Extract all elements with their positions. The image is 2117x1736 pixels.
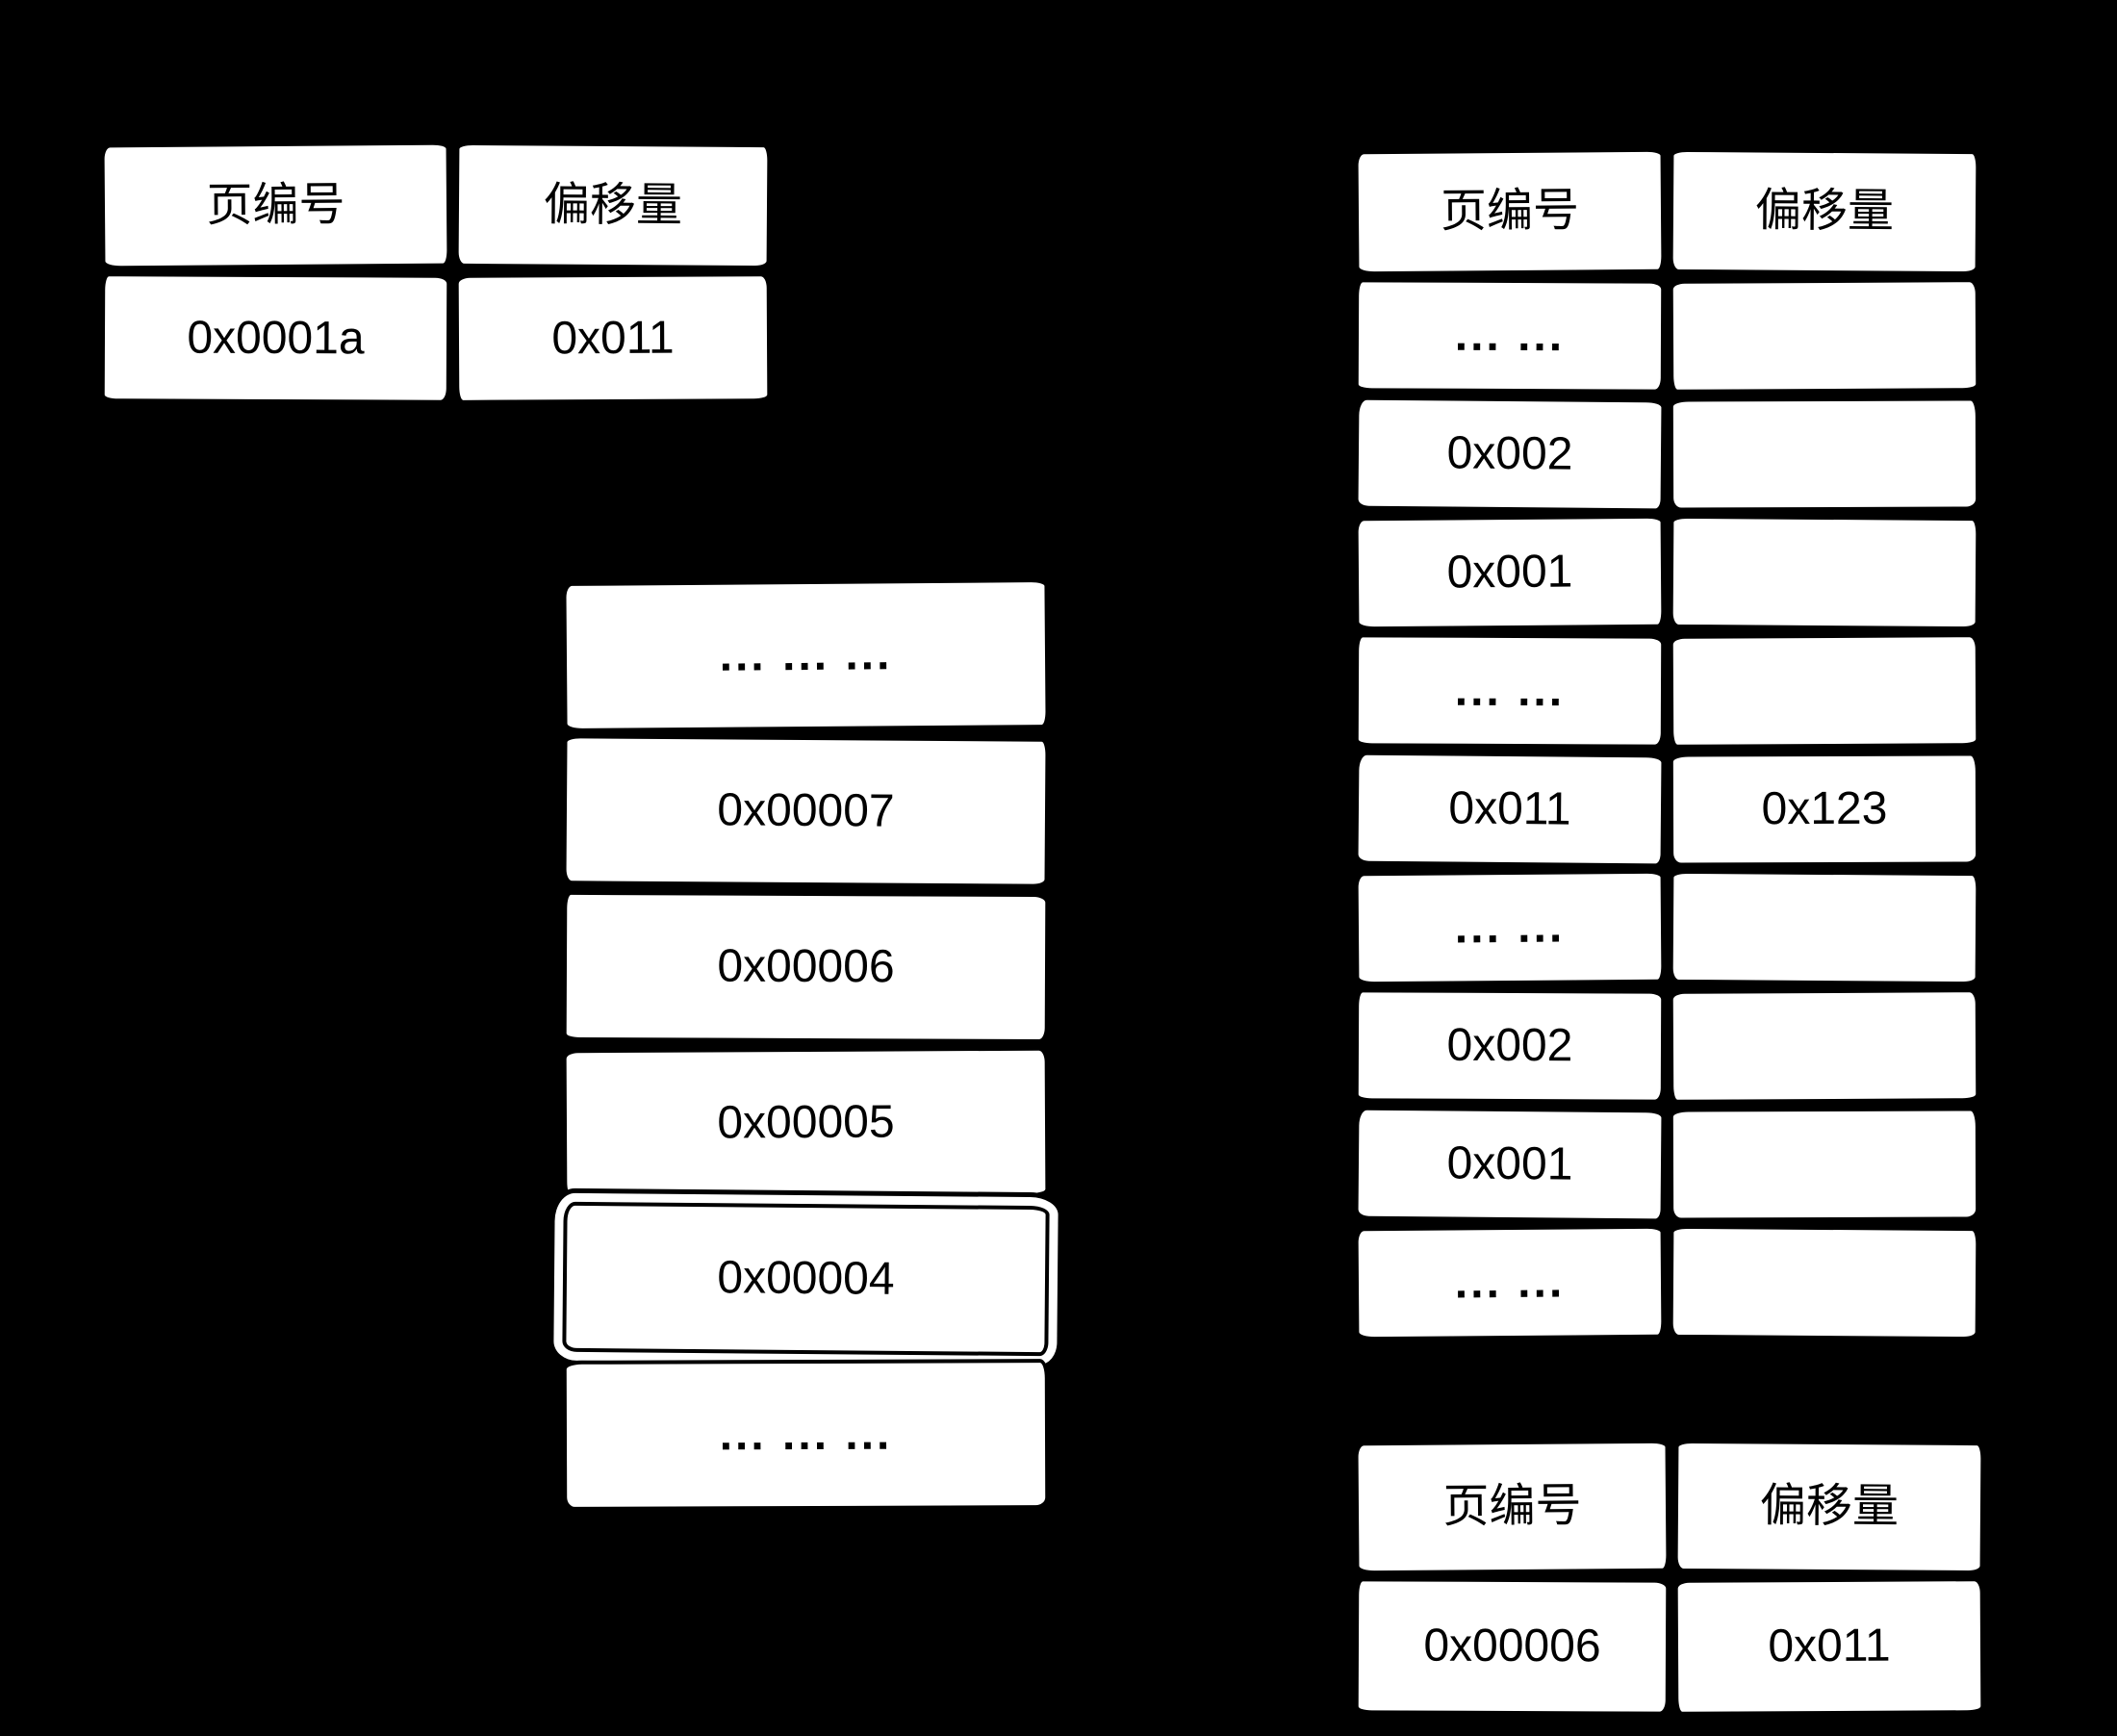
offset-cell bbox=[1669, 396, 1980, 512]
frame-list-ellipsis-bottom: ... ... ... bbox=[562, 1359, 1050, 1511]
page-number-cell: 0x001 bbox=[1354, 1106, 1666, 1223]
page-number-cell: ... ... bbox=[1354, 633, 1666, 749]
frame-list-item: 0x00007 bbox=[562, 734, 1050, 888]
tlb-page-number-cell: 0x0001a bbox=[100, 272, 451, 404]
tlb-header-page-number: 页编号 bbox=[100, 140, 451, 270]
page-number-cell: ... ... bbox=[1354, 278, 1666, 394]
frame-list: ... ... ... 0x00007 0x00006 0x00005 0x00… bbox=[562, 578, 1050, 1511]
frame-list-item-highlighted: 0x00004 bbox=[562, 1201, 1050, 1357]
offset-cell bbox=[1669, 869, 1980, 986]
page-table-header-offset: 偏移量 bbox=[1669, 147, 1980, 276]
frame-list-ellipsis-top: ... ... ... bbox=[562, 578, 1050, 732]
page-number-cell: 0x001 bbox=[1354, 514, 1666, 631]
offset-cell bbox=[1669, 278, 1980, 394]
offset-cell bbox=[1669, 988, 1980, 1104]
result-header-page-number: 页编号 bbox=[1354, 1439, 1671, 1575]
page-number-cell: 0x002 bbox=[1354, 396, 1666, 513]
offset-cell: 0x123 bbox=[1669, 752, 1980, 867]
offset-cell bbox=[1669, 1224, 1980, 1341]
tlb-header-offset: 偏移量 bbox=[454, 140, 772, 270]
page-number-cell: ... ... bbox=[1354, 1224, 1666, 1341]
result-header-offset: 偏移量 bbox=[1673, 1439, 1985, 1575]
page-number-cell: ... ... bbox=[1354, 869, 1666, 986]
tlb-offset-cell: 0x011 bbox=[454, 272, 772, 404]
result-table: 页编号 偏移量 0x00006 0x011 bbox=[1354, 1439, 1985, 1716]
offset-cell bbox=[1669, 514, 1980, 631]
page-number-cell: 0x002 bbox=[1354, 988, 1666, 1104]
page-number-cell: 0x011 bbox=[1354, 751, 1666, 868]
frame-list-item: 0x00005 bbox=[562, 1046, 1050, 1200]
frame-list-item: 0x00006 bbox=[562, 890, 1050, 1044]
result-offset-cell: 0x011 bbox=[1673, 1577, 1985, 1716]
page-table: 页编号 偏移量 ... ... 0x002 0x001 ... ... 0x01… bbox=[1354, 147, 1980, 1341]
offset-cell bbox=[1669, 1107, 1980, 1222]
page-table-header-page-number: 页编号 bbox=[1354, 147, 1666, 276]
result-page-number-cell: 0x00006 bbox=[1354, 1577, 1671, 1716]
offset-cell bbox=[1669, 633, 1980, 749]
tlb-table: 页编号 偏移量 0x0001a 0x011 bbox=[100, 140, 772, 404]
